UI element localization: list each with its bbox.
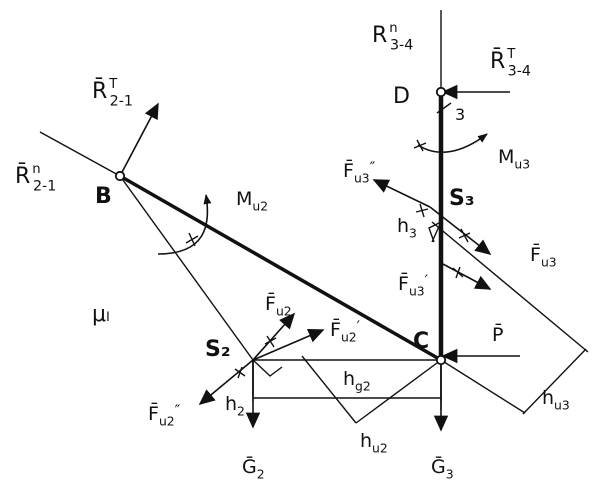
label-fu2dd: F̄u2″	[148, 401, 181, 429]
label-fu3d: F̄u3′	[398, 271, 429, 299]
label-point-c: C	[413, 329, 429, 354]
label-link-number-3: 3	[455, 105, 465, 124]
joint-d	[435, 86, 447, 98]
line-s3-inertia-direction	[431, 221, 589, 353]
label-point-b: B	[95, 184, 112, 209]
link-2-extension	[39, 131, 121, 177]
label-mu2: Mu2	[236, 188, 268, 214]
moment-arc-mu2	[157, 194, 212, 255]
arrow-fu3	[429, 206, 492, 255]
label-point-d: D	[393, 84, 410, 109]
arrow-fu3-prime	[440, 262, 492, 290]
line-c-inertia-direction	[440, 359, 526, 414]
label-fu2d: F̄u2′	[330, 317, 361, 345]
dim-hu2-ext	[301, 355, 357, 424]
right-angle-mark-s3	[428, 221, 442, 243]
dim-hu2	[355, 359, 442, 424]
label-fu3: F̄u3	[530, 242, 557, 270]
label-g3: Ḡ3	[431, 454, 454, 482]
arrow-fu2-double-prime	[198, 359, 254, 406]
cross-marks	[185, 102, 471, 379]
arrow-r21-tangential	[119, 102, 159, 177]
label-hg2: hg2	[343, 368, 371, 394]
right-angle-mark-s2	[252, 359, 283, 377]
label-h2: h2	[225, 393, 245, 419]
label-hu3: hu3	[542, 387, 570, 413]
arrow-fu3-double-prime	[372, 179, 431, 208]
moment-arc-mu3	[417, 133, 488, 153]
arrow-fu2	[252, 312, 296, 361]
label-mu-l: μₗ	[92, 302, 110, 327]
label-s3: S₃	[449, 186, 474, 211]
dim-hu3	[522, 348, 587, 415]
label-s2: S₂	[205, 337, 230, 362]
joint-c	[435, 354, 447, 366]
label-g2: Ḡ2	[242, 454, 265, 482]
arrow-fu2-prime	[252, 329, 325, 361]
joint-b	[114, 170, 126, 182]
label-p: P̄	[492, 322, 503, 346]
label-fu3dd: F̄u3″	[343, 158, 376, 186]
link-2-bc	[119, 174, 442, 362]
label-h3: h3	[397, 215, 417, 241]
label-mu3: Mu3	[498, 146, 530, 172]
line-b-to-s2	[119, 175, 254, 361]
label-fu2: F̄u2	[265, 291, 292, 319]
label-hu2: hu2	[360, 430, 388, 456]
